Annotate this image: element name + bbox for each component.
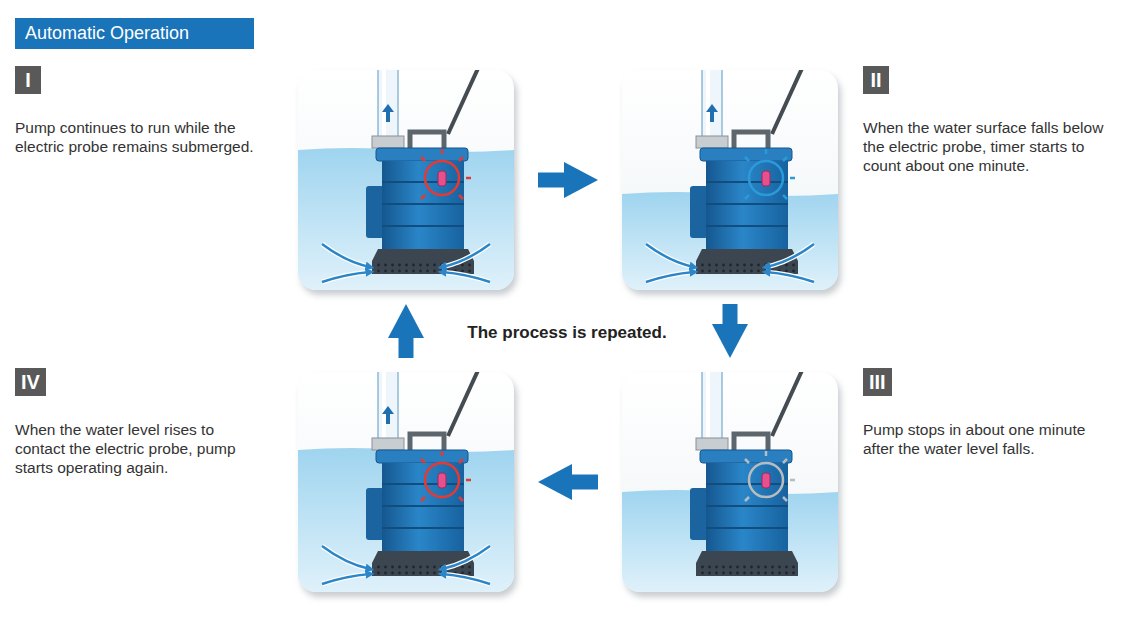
step-description: Pump stops in about one minute after the… (863, 420, 1115, 458)
flow-arrow (399, 332, 414, 358)
cycle-note: The process is repeated. (427, 322, 707, 344)
step-panel: IVWhen the water level rises to contact … (298, 372, 514, 592)
step-description: Pump continues to run while the electric… (15, 118, 267, 156)
panel-stopped (622, 366, 841, 597)
step-panel: IPump continues to run while the electri… (298, 70, 514, 290)
panel-timer (622, 64, 841, 295)
panel-restart (298, 366, 517, 597)
step-number: III (863, 368, 892, 396)
panel-running (298, 64, 517, 295)
step-description: When the water level rises to contact th… (15, 420, 267, 477)
step-panel: IIIPump stops in about one minute after … (622, 372, 838, 592)
flow-arrow (723, 304, 738, 330)
step-panel: IIWhen the water surface falls below the… (622, 70, 838, 290)
step-number: IV (15, 368, 46, 396)
flow-arrow (566, 475, 598, 490)
step-number: II (863, 66, 889, 94)
step-description: When the water surface falls below the e… (863, 118, 1115, 175)
title-banner: Automatic Operation (15, 18, 254, 49)
step-number: I (15, 66, 41, 94)
flow-arrow (538, 173, 570, 188)
